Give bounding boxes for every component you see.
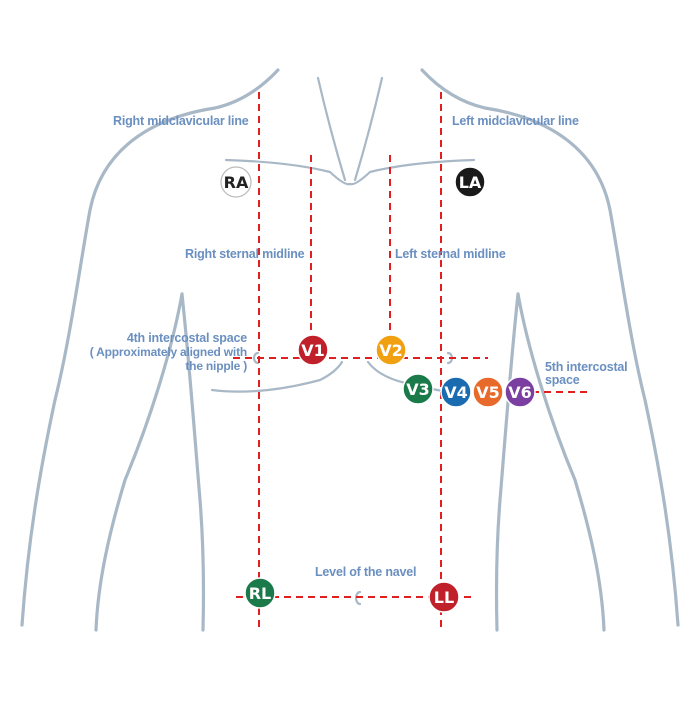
right-shoulder-arm-outline — [483, 106, 680, 627]
neck-left-outline — [213, 68, 280, 110]
navel-level-label: Level of the navel — [315, 565, 417, 579]
electrode-la-circle — [454, 166, 486, 198]
electrode-v6: V6 — [504, 376, 536, 408]
fourth-intercostal-label-line3: the nipple ) — [185, 359, 247, 373]
left-torso-outline — [180, 292, 206, 632]
left-shoulder-arm-outline — [20, 106, 217, 627]
electrode-v6-label: V6 — [508, 383, 532, 402]
electrode-v3: V3 — [402, 373, 434, 405]
electrode-ll-circle — [428, 581, 460, 613]
electrode-ra: RA — [220, 166, 252, 198]
right-sternal-label: Right sternal midline — [185, 247, 305, 261]
right-torso-outline — [494, 292, 520, 632]
electrode-v3-label: V3 — [406, 380, 430, 399]
fourth-intercostal-label-line1: 4th intercostal space — [126, 331, 247, 345]
electrode-v4-circle — [440, 376, 472, 408]
fourth-intercostal-label: 4th intercostal space ( Approximately al… — [89, 331, 248, 373]
electrode-v3-circle — [402, 373, 434, 405]
electrode-rl-circle — [244, 577, 276, 609]
left-inner-arm-outline — [94, 292, 184, 632]
left-sternal-label: Left sternal midline — [395, 247, 506, 261]
left-midclavicular-label: Left midclavicular line — [452, 114, 579, 128]
electrode-v4-label: V4 — [444, 383, 468, 402]
right-inner-arm-outline — [516, 292, 606, 632]
electrode-la: LA — [454, 166, 486, 198]
right-midclavicular-label: Right midclavicular line — [113, 114, 249, 128]
electrode-v5: V5 — [472, 376, 504, 408]
fifth-intercostal-label: 5th intercostal space — [545, 360, 628, 387]
fifth-intercostal-label-line2: space — [545, 373, 580, 387]
neck-right-outline — [420, 68, 487, 110]
electrode-v1: V1 — [297, 334, 329, 366]
electrode-v6-circle — [504, 376, 536, 408]
neck-muscle-left — [316, 76, 347, 182]
electrode-v1-label: V1 — [301, 341, 325, 360]
left-nipple-mark — [252, 351, 260, 365]
electrode-v2: V2 — [375, 334, 407, 366]
electrode-v4: V4 — [440, 376, 472, 408]
electrode-ll-label: LL — [434, 588, 454, 607]
electrode-la-label: LA — [459, 173, 482, 192]
left-clavicle — [224, 158, 352, 186]
electrode-v5-circle — [472, 376, 504, 408]
fifth-intercostal-label-line1: 5th intercostal — [545, 360, 628, 374]
electrode-v2-label: V2 — [379, 341, 403, 360]
electrode-v5-label: V5 — [476, 383, 500, 402]
electrode-rl: RL — [244, 577, 276, 609]
electrode-ra-label: RA — [224, 173, 249, 192]
right-clavicle — [348, 158, 476, 186]
electrode-v1-circle — [297, 334, 329, 366]
electrode-ra-circle — [220, 166, 252, 198]
left-pectoral-line — [210, 360, 344, 393]
fourth-intercostal-label-line2: ( Approximately aligned with — [89, 345, 248, 359]
electrode-rl-label: RL — [249, 584, 272, 603]
neck-muscle-right — [353, 76, 384, 182]
electrode-ll: LL — [428, 581, 460, 613]
electrode-v2-circle — [375, 334, 407, 366]
